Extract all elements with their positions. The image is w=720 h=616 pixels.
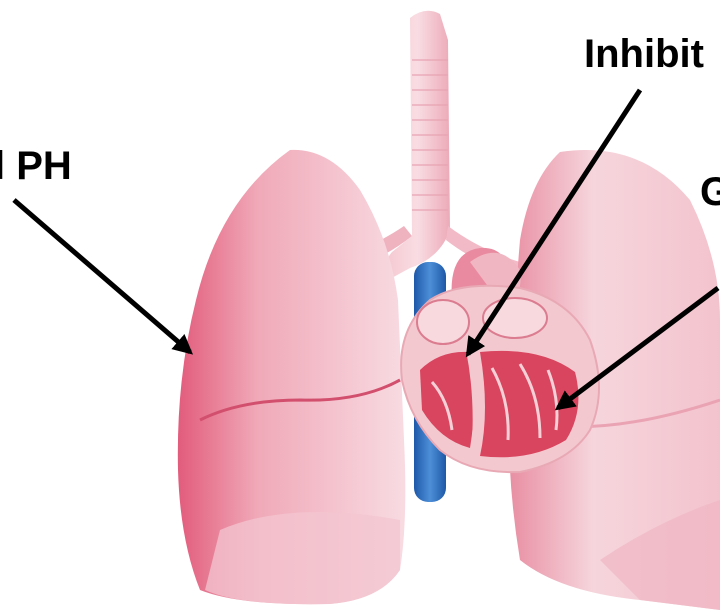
- label-ph: l PH: [0, 146, 72, 186]
- left-lung: [178, 150, 406, 604]
- label-inhibit: Inhibit: [584, 34, 704, 74]
- arrow-left-lung: [14, 200, 190, 352]
- label-g: G: [700, 172, 720, 212]
